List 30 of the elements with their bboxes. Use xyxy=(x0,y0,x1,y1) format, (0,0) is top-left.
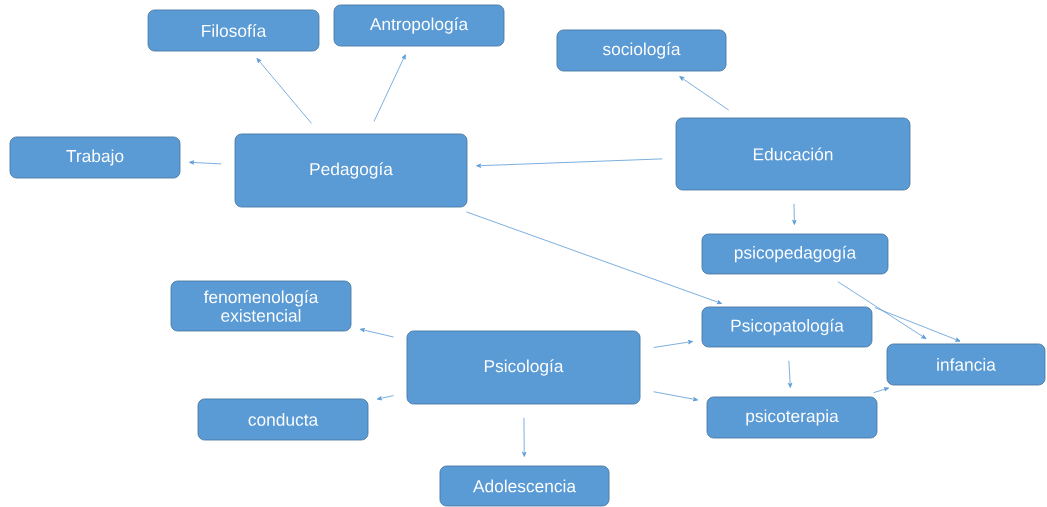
arrow xyxy=(476,158,663,168)
arrow xyxy=(522,417,527,457)
concept-box: Antropología xyxy=(333,4,505,47)
arrow xyxy=(787,360,793,388)
arrow xyxy=(373,54,406,122)
concept-box: conducta xyxy=(197,398,369,441)
concept-box: Psicopatología xyxy=(701,306,873,348)
concept-box: Pedagogía xyxy=(234,133,468,208)
arrow xyxy=(679,76,730,111)
concept-box: infancia xyxy=(886,343,1046,386)
arrow xyxy=(837,281,927,340)
arrow xyxy=(376,395,394,401)
concept-box: Filosofía xyxy=(147,9,320,52)
arrow xyxy=(792,203,797,225)
concept-box: Psicología xyxy=(406,330,641,405)
concept-box: Trabajo xyxy=(9,136,181,179)
arrow xyxy=(874,307,961,342)
concept-box: psicopedagogía xyxy=(701,233,889,275)
concept-box: Adolescencia xyxy=(439,465,610,507)
arrow xyxy=(189,160,222,165)
arrow xyxy=(256,58,312,124)
arrow xyxy=(466,211,723,305)
arrow xyxy=(653,391,699,402)
arrow xyxy=(653,340,694,348)
concept-box: Educación xyxy=(675,117,911,191)
concept-box: psicoterapia xyxy=(706,396,878,439)
concept-box: fenomenología existencial xyxy=(170,280,352,332)
arrow xyxy=(359,328,394,338)
arrow xyxy=(873,387,889,394)
concept-box: sociología xyxy=(556,29,727,72)
